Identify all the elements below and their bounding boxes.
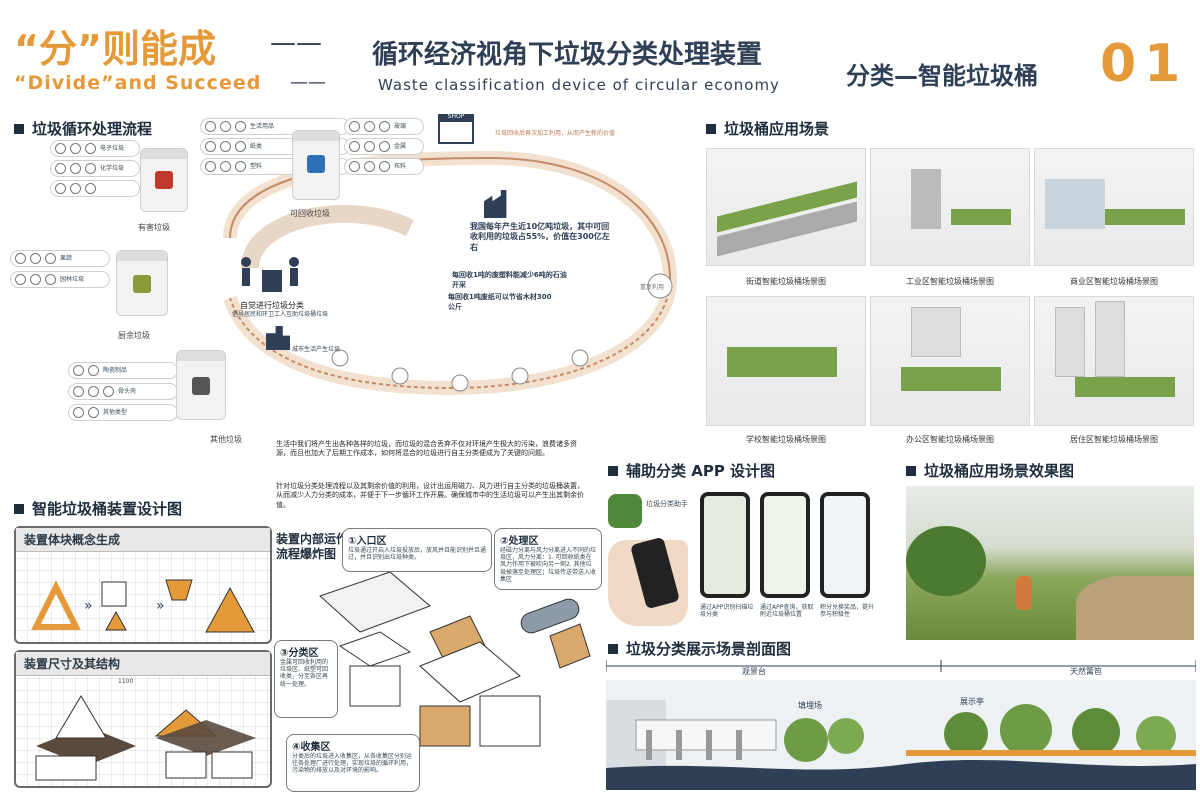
- phone-in-hand: [608, 536, 688, 626]
- dimensions-panel-title: 装置尺寸及其结构: [16, 652, 270, 676]
- other-items-panel: 陶瓷制品 骨头壳 其他类型: [68, 362, 178, 421]
- dimension-1100: 1100: [118, 678, 134, 685]
- scene-industrial-caption: 工业区智能垃圾桶场景图: [906, 277, 994, 286]
- zone-entrance-text: 垃圾通过开启入垃圾投放后，放风并且能识别并且通过，并且识别出垃圾种类。: [348, 547, 487, 562]
- intro-paragraph-1: 生活中我们将产生出各种各样的垃圾，而垃圾的混合丢弃不仅对环境产生极大的污染，浪费…: [276, 440, 577, 458]
- phone-screen-menu: [760, 492, 810, 598]
- section-elevation-drawing: [606, 660, 1196, 790]
- section-zone-1: 观景台: [742, 667, 766, 676]
- kitchen-items-panel: 果蔬 园林垃圾: [10, 250, 110, 288]
- zone-sorting-text: 金属可回收利用的垃圾区、纸塑可回收类，分至各区再统一处理。: [280, 659, 329, 688]
- concept-panel-title: 装置体块概念生成: [16, 528, 270, 552]
- shop-label: SHOP: [447, 113, 465, 120]
- recyclable-bin: [292, 130, 340, 200]
- other-label: 其他垃圾: [210, 435, 242, 444]
- section-zone-2: 天然篱笆: [1070, 667, 1102, 676]
- section-section-view-title: 垃圾分类展示场景剖面图: [608, 638, 791, 659]
- recycle-label: 城市生活产生垃圾: [292, 346, 341, 353]
- stat-paper: 每回收1吨废纸可以节省木材300公斤: [448, 293, 552, 311]
- scene-school-caption: 学校智能垃圾桶场景图: [746, 435, 826, 444]
- scene-residential: [1034, 296, 1194, 426]
- shop-icon: SHOP: [438, 113, 474, 144]
- app-name: 垃圾分类助手: [646, 500, 688, 508]
- kitchen-bin: [116, 250, 168, 316]
- exploded-view-drawing: [319, 571, 591, 747]
- zone-entrance-title: ①入口区: [348, 536, 387, 547]
- scene-street: [706, 148, 866, 266]
- app-caption-3: 积分兑换奖品，提升参与积极性: [820, 604, 875, 619]
- header-dash-1: ——: [270, 28, 322, 58]
- hazardous-bin: [140, 148, 188, 212]
- dimensions-sketch: [35, 695, 256, 781]
- section-device-title: 智能垃圾桶装置设计图: [14, 498, 182, 519]
- svg-text:»: »: [84, 598, 93, 614]
- section-label-2: 展示亭: [960, 697, 984, 706]
- zone-processing-title: ②处理区: [500, 536, 539, 547]
- section-effect-title: 垃圾桶应用场景效果图: [906, 460, 1074, 481]
- zone-collection-title: ④收集区: [292, 742, 331, 753]
- section-app-title: 辅助分类 APP 设计图: [608, 460, 775, 481]
- scene-industrial: [870, 148, 1030, 266]
- zone-processing-text: 经磁力分离与风力分离进入不同的垃圾区，风力分离：1. 可回收纸类在风力作用下被吹…: [500, 547, 597, 583]
- header-dash-2: ——: [290, 72, 326, 93]
- zone-processing: ②处理区 经磁力分离与风力分离进入不同的垃圾区，风力分离：1. 可回收纸类在风力…: [494, 528, 602, 590]
- intro-paragraph-2: 针对垃圾分类处理流程以及其剩余价值的利用，设计出运用磁力、风力进行自主分类的垃圾…: [276, 482, 584, 509]
- scene-office-caption: 办公区智能垃圾桶场景图: [906, 435, 994, 444]
- hazardous-items-panel: 电子垃圾 化学垃圾: [50, 140, 140, 197]
- recyclable-items-panel-2: 玻璃 金属 布料: [344, 118, 424, 175]
- dimensions-panel: 装置尺寸及其结构 1100: [14, 650, 272, 788]
- other-bin: [176, 350, 226, 420]
- center-sub: 倡导居民和环卫工人互助垃圾桶垃圾: [232, 311, 329, 318]
- recyclable-label: 可回收垃圾: [290, 209, 330, 218]
- scene-office: [870, 296, 1030, 426]
- slogan-cn: “分”则能成: [14, 27, 216, 71]
- kitchen-label: 厨余垃圾: [118, 331, 150, 340]
- zone-collection: ④收集区 分类后的垃圾进入收集区，从各收集区分别运往各处理厂进行处理，实现垃圾的…: [286, 734, 420, 792]
- center-label: 自觉进行垃圾分类: [240, 301, 304, 310]
- zone-sorting: ③分类区 金属可回收利用的垃圾区、纸塑可回收类，分至各区再统一处理。: [274, 640, 338, 718]
- section-label-1: 填埋场: [798, 701, 822, 710]
- scene-school: [706, 296, 866, 426]
- app-icon: [608, 494, 642, 528]
- hazardous-label: 有害垃圾: [138, 223, 170, 232]
- people-sorting-icon: [236, 256, 306, 296]
- zone-entrance: ①入口区 垃圾通过开启入垃圾投放后，放风并且能识别并且通过，并且识别出垃圾种类。: [342, 528, 492, 572]
- right-loop-label: 重复利用: [640, 284, 665, 291]
- page-number: 01: [1100, 34, 1189, 94]
- scene-commercial-caption: 商业区智能垃圾桶场景图: [1070, 277, 1158, 286]
- slogan-en: “Divide”and Succeed: [14, 72, 262, 94]
- stat-plastic: 每回收1吨的废塑料能减少6吨的石油开采: [452, 271, 567, 289]
- explode-title: 装置内部运作流程爆炸图: [276, 532, 349, 561]
- stat-main: 我国每年产生近10亿吨垃圾，其中可回收利用的垃圾占55%，价值在300亿左右: [470, 222, 610, 252]
- subtitle-cn: 分类—智能垃圾桶: [846, 62, 1038, 90]
- scene-street-caption: 街道智能垃圾桶场景图: [746, 277, 826, 286]
- section-flow-title: 垃圾循环处理流程: [14, 118, 152, 139]
- scene-residential-caption: 居住区智能垃圾桶场景图: [1070, 435, 1158, 444]
- section-scene-title: 垃圾桶应用场景: [706, 118, 829, 139]
- zone-collection-text: 分类后的垃圾进入收集区，从各收集区分别运往各处理厂进行处理，实现垃圾的循环利用，…: [292, 753, 413, 775]
- phone-screen-shop: [820, 492, 870, 598]
- concept-sketch: » »: [31, 579, 255, 633]
- concept-panel: 装置体块概念生成 » »: [14, 526, 272, 644]
- phone-screen-map: [700, 492, 750, 598]
- svg-text:»: »: [156, 598, 165, 614]
- effect-render-image: [906, 486, 1194, 640]
- app-caption-1: 通过APP识别扫描垃圾分类: [700, 604, 754, 619]
- main-title-cn: 循环经济视角下垃圾分类处理装置: [372, 40, 763, 70]
- arc-label: 垃圾回收后再次加工利用，从而产生新的价值: [495, 130, 616, 137]
- app-caption-2: 通过APP查询，获取附近垃圾桶位置: [760, 604, 814, 619]
- zone-sorting-title: ③分类区: [280, 648, 319, 659]
- scene-commercial: [1034, 148, 1194, 266]
- main-title-en: Waste classification device of circular …: [378, 76, 780, 94]
